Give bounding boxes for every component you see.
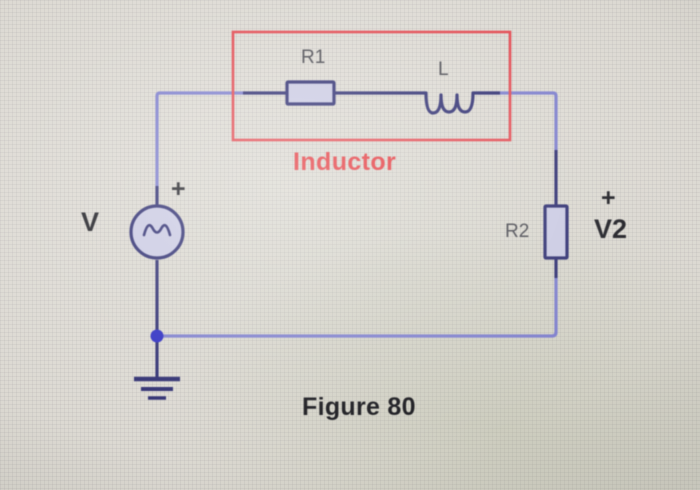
wire-group [155,91,558,338]
r2-resistor-body[interactable] [543,204,569,260]
v2-label: V2 [594,214,628,244]
v2-polarity-plus: + [601,184,616,212]
r2-label: R2 [505,221,530,242]
figure-caption: Figure 80 [302,393,416,421]
ac-source-sine-icon [142,223,172,237]
component-lead-group [155,91,558,378]
inductor-highlight-box [231,30,512,142]
inductor-highlight-label: Inductor [293,148,397,176]
r1-resistor-body[interactable] [285,80,336,106]
source-label: V [81,207,100,237]
wire-top-left [155,91,245,188]
l-label: L [438,59,449,80]
junction-dot [150,329,164,343]
wire-right-lower [159,276,558,338]
source-polarity-plus: + [171,175,186,203]
ground-symbol [134,376,180,400]
ac-source-symbol[interactable] [129,204,185,260]
wire-top-right [476,91,558,152]
inductor-coil-symbol[interactable] [422,91,476,115]
r1-label: R1 [301,47,326,68]
